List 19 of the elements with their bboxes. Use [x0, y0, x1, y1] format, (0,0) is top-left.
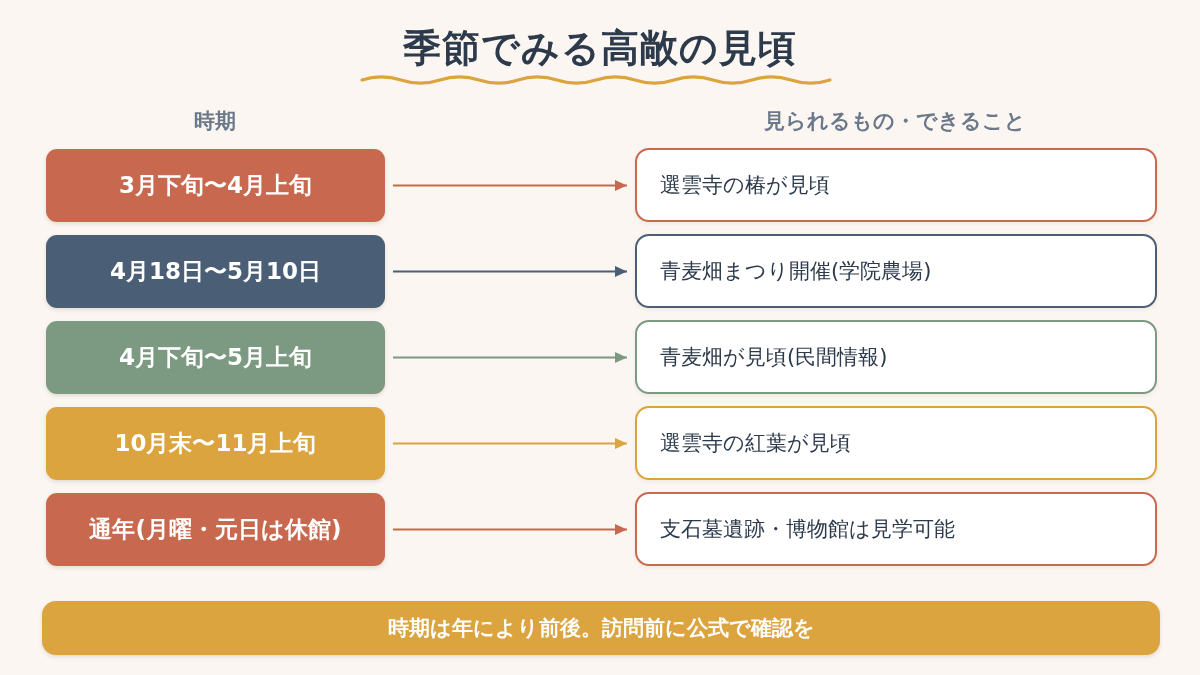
activity-box: 選雲寺の椿が見頃 — [635, 148, 1157, 222]
arrow — [393, 266, 627, 277]
arrow — [393, 352, 627, 363]
title: 季節でみる高敞の見頃 — [403, 24, 797, 72]
arrow — [393, 180, 627, 191]
period-box: 通年(月曜・元日は休館) — [46, 493, 385, 566]
activity-box: 選雲寺の紅葉が見頃 — [635, 406, 1157, 480]
period-box: 4月18日〜5月10日 — [46, 235, 385, 308]
activity-box: 青麦畑まつり開催(学院農場) — [635, 234, 1157, 308]
arrow — [393, 438, 627, 449]
column-heading: 見られるもの・できること — [764, 108, 1026, 135]
period-box: 4月下旬〜5月上旬 — [46, 321, 385, 394]
activity-box: 支石墓遺跡・博物館は見学可能 — [635, 492, 1157, 566]
column-heading: 時期 — [194, 108, 236, 135]
note-banner: 時期は年により前後。訪問前に公式で確認を — [42, 601, 1160, 655]
period-box: 10月末〜11月上旬 — [46, 407, 385, 480]
arrow — [393, 524, 627, 535]
period-box: 3月下旬〜4月上旬 — [46, 149, 385, 222]
activity-box: 青麦畑が見頃(民間情報) — [635, 320, 1157, 394]
